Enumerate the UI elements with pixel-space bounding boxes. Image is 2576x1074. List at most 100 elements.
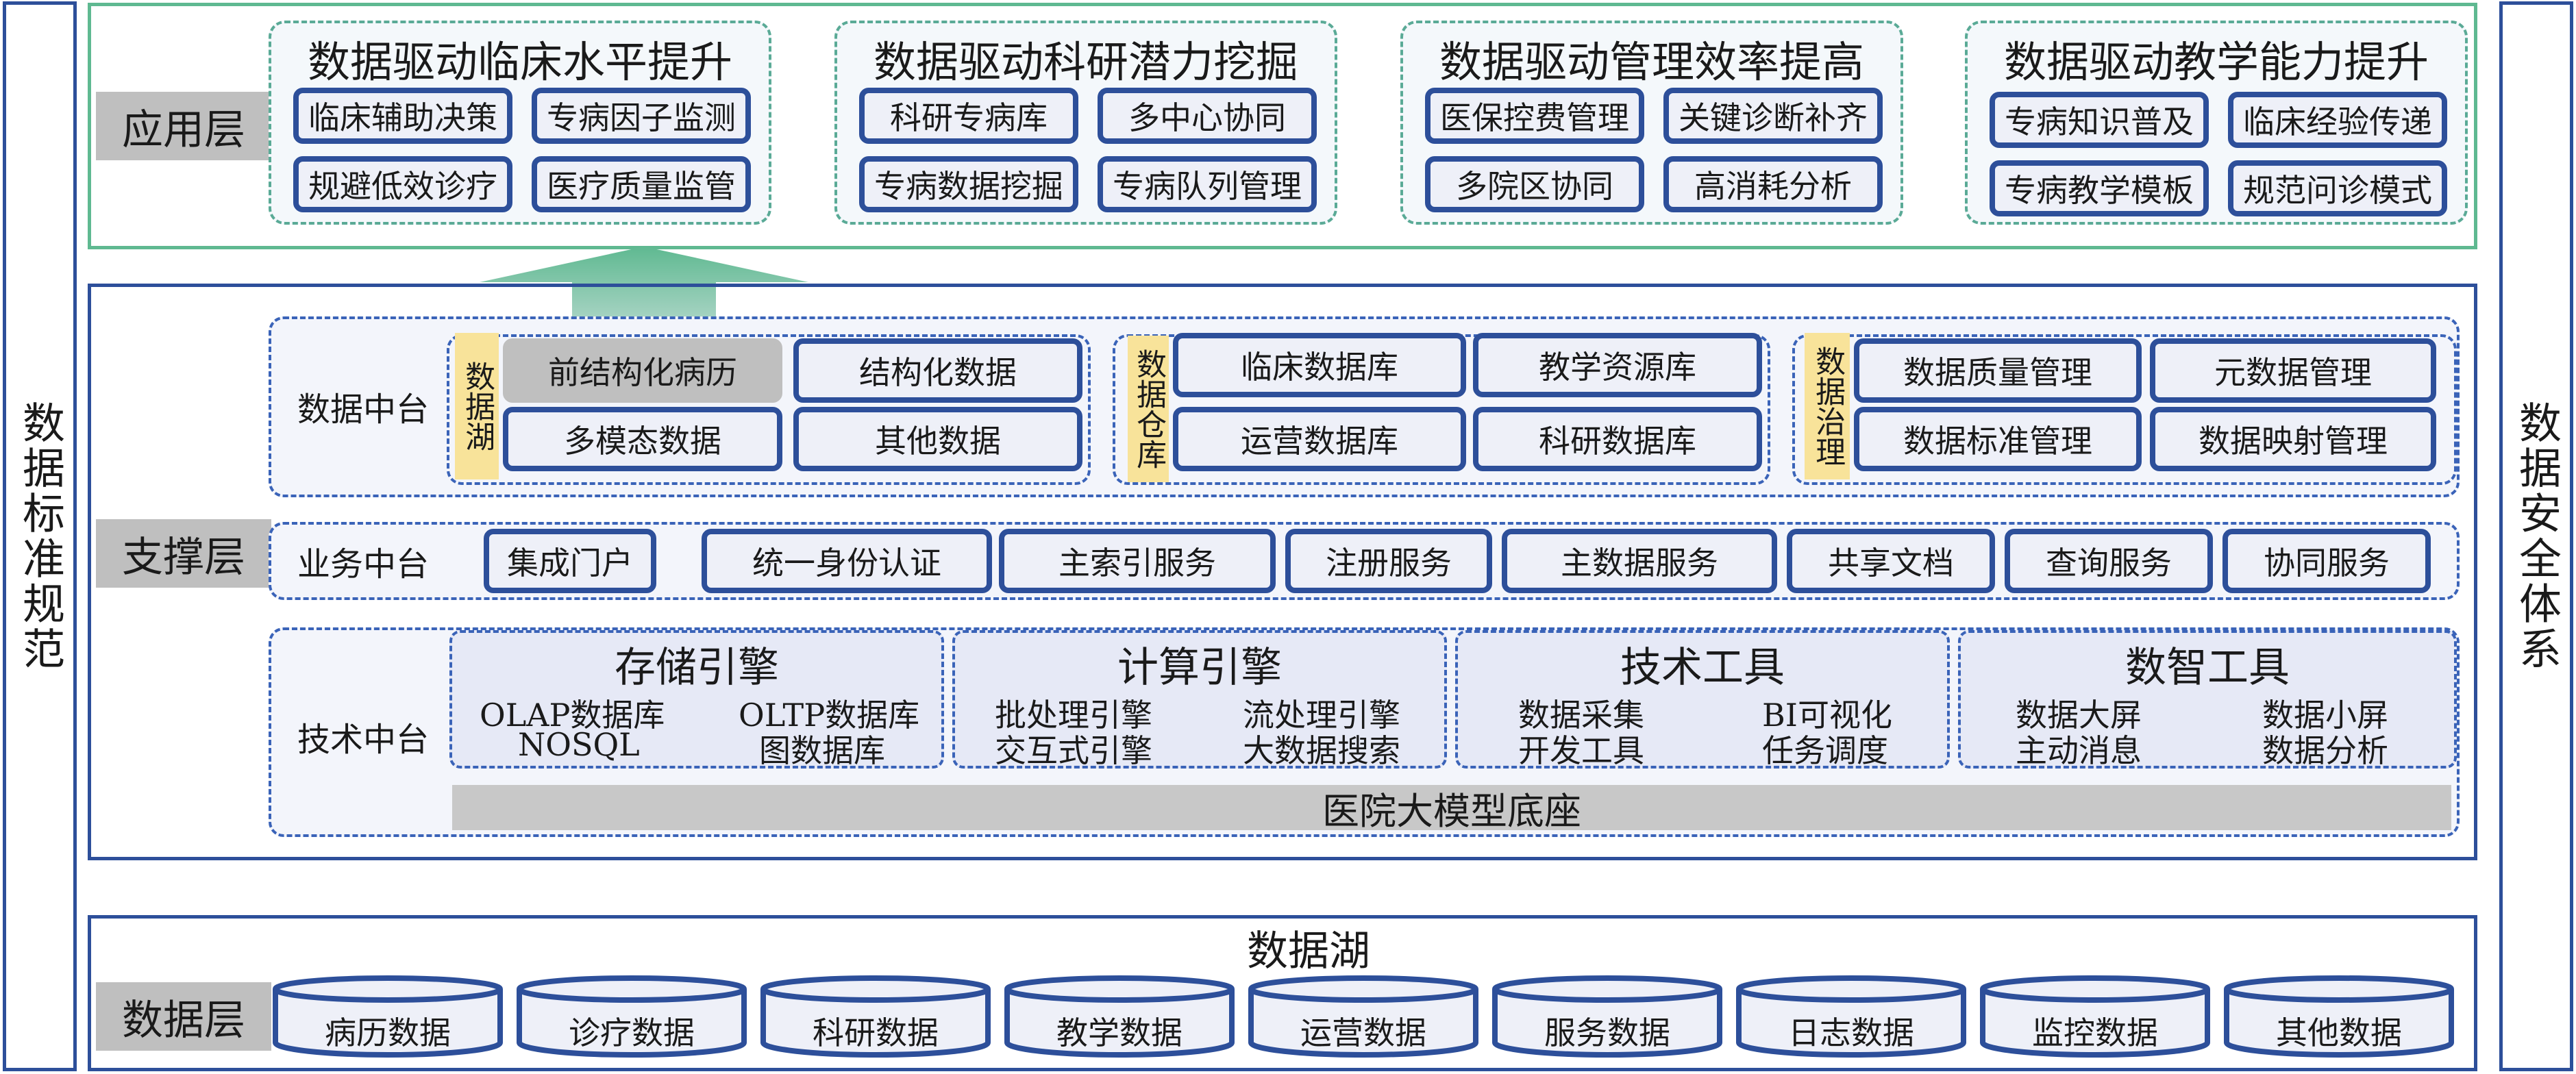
cylinder-icon: [1980, 975, 2210, 1058]
app-item: 临床辅助决策: [293, 88, 512, 144]
support-layer: [88, 284, 2477, 860]
engine-item: NOSQL: [518, 726, 640, 763]
service-item: 主索引服务: [999, 529, 1276, 593]
engine-item: 数据采集: [1518, 697, 1644, 734]
data-source-cylinder: 运营数据: [1247, 974, 1480, 1060]
service-item: 主数据服务: [1502, 529, 1777, 593]
data-source-cylinder: 诊疗数据: [515, 974, 748, 1060]
app-item: 关键诊断补齐: [1663, 88, 1883, 144]
app-group-title: 数据驱动教学能力提升: [2003, 37, 2429, 87]
engine-title: 数智工具: [2125, 644, 2290, 692]
data-item: 数据标准管理: [1854, 407, 2142, 471]
app-group-title: 数据驱动管理效率提高: [1439, 37, 1864, 87]
data-standards-label: 数据标准规范: [15, 401, 65, 672]
app-item: 高消耗分析: [1663, 156, 1883, 212]
engine-item: OLAP数据库: [480, 697, 665, 734]
app-item: 规避低效诊疗: [293, 156, 512, 212]
app-item: 专病队列管理: [1098, 156, 1317, 212]
data-item: 多模态数据: [503, 407, 782, 471]
cylinder-label: 日志数据: [1788, 1014, 1914, 1051]
data-item: 运营数据库: [1173, 407, 1466, 471]
service-item: 协同服务: [2222, 529, 2431, 593]
support-layer-label: 支撑层: [96, 519, 271, 588]
hospital-llm-base: 医院大模型底座: [452, 785, 2451, 833]
data-platform-label: 数据中台: [297, 390, 429, 429]
service-item: 查询服务: [2005, 529, 2213, 593]
engine-item: 主动消息: [2016, 732, 2142, 769]
service-item: 统一身份认证: [702, 529, 992, 593]
data-source-cylinder: 监控数据: [1979, 974, 2212, 1060]
service-item: 共享文档: [1787, 529, 1995, 593]
engine-tech-tools: 技术工具 数据采集 BI可视化 开发工具 任务调度: [1455, 630, 1950, 769]
cylinder-label: 服务数据: [1544, 1014, 1670, 1051]
data-item: 数据映射管理: [2150, 407, 2436, 471]
tech-platform-label: 技术中台: [297, 721, 429, 759]
data-source-cylinder: 病历数据: [271, 974, 504, 1060]
data-item: 其他数据: [793, 407, 1082, 471]
service-item: 注册服务: [1285, 529, 1492, 593]
data-item: 数据质量管理: [1854, 338, 2142, 403]
cylinder-label: 诊疗数据: [569, 1014, 695, 1051]
engine-item: 数据分析: [2262, 732, 2388, 769]
up-arrow-icon: [480, 247, 808, 377]
app-item: 医疗质量监管: [532, 156, 751, 212]
data-source-cylinder: 教学数据: [1003, 974, 1236, 1060]
data-lake-tag: 数据湖: [455, 333, 499, 479]
cylinder-icon: [517, 975, 747, 1058]
app-item: 医保控费管理: [1425, 88, 1644, 144]
data-source-cylinder: 其他数据: [2222, 974, 2455, 1060]
data-item: 结构化数据: [793, 338, 1082, 403]
data-item-prestructured-record: 前结构化病历: [503, 338, 782, 403]
app-item: 专病因子监测: [532, 88, 751, 144]
cylinder-label: 其他数据: [2276, 1014, 2402, 1051]
engine-item: 数据大屏: [2016, 697, 2142, 734]
cylinder-icon: [1492, 975, 1722, 1058]
engine-item: 流处理引擎: [1243, 697, 1400, 734]
app-item: 多中心协同: [1098, 88, 1317, 144]
service-item: 集成门户: [484, 529, 656, 593]
cylinder-icon: [2224, 975, 2454, 1058]
engine-item: 任务调度: [1762, 732, 1888, 769]
data-lake-title: 数据湖: [1247, 927, 1370, 975]
cylinder-icon: [1004, 975, 1235, 1058]
cylinder-label: 教学数据: [1056, 1014, 1182, 1051]
data-layer: [88, 915, 2477, 1071]
data-security-label: 数据安全体系: [2512, 401, 2562, 672]
engine-item: 批处理引擎: [995, 697, 1152, 734]
app-item: 专病知识普及: [1990, 92, 2209, 148]
application-layer-label: 应用层: [96, 92, 271, 160]
app-item: 多院区协同: [1425, 156, 1644, 212]
data-governance-tag: 数据治理: [1805, 333, 1850, 479]
business-platform-label: 业务中台: [297, 545, 429, 584]
data-item: 元数据管理: [2150, 338, 2436, 403]
app-group-title: 数据驱动临床水平提升: [307, 37, 732, 87]
data-source-cylinder: 科研数据: [759, 974, 992, 1060]
data-warehouse-tag: 数据仓库: [1128, 336, 1169, 482]
cylinder-icon: [273, 975, 503, 1058]
data-security-pillar: 数据安全体系: [2499, 1, 2573, 1071]
data-layer-label: 数据层: [96, 982, 271, 1051]
engine-intelligent-tools: 数智工具 数据大屏 数据小屏 主动消息 数据分析: [1958, 630, 2457, 769]
data-item: 教学资源库: [1473, 333, 1762, 397]
cylinder-label: 科研数据: [813, 1014, 939, 1051]
app-item: 科研专病库: [859, 88, 1078, 144]
engine-item: 大数据搜索: [1243, 732, 1400, 769]
data-item: 科研数据库: [1473, 407, 1762, 471]
engine-title: 存储引擎: [615, 644, 779, 692]
application-layer: [88, 3, 2477, 249]
engine-item: 数据小屏: [2262, 697, 2388, 734]
data-lake-group: [447, 334, 1091, 485]
cylinder-label: 病历数据: [325, 1014, 451, 1051]
app-item: 临床经验传递: [2228, 92, 2447, 148]
data-source-cylinder: 日志数据: [1735, 974, 1968, 1060]
app-group-title: 数据驱动科研潜力挖掘: [873, 37, 1298, 87]
data-item: 临床数据库: [1173, 333, 1466, 397]
engine-item: OLTP数据库: [739, 697, 920, 734]
data-governance-group: [1792, 334, 2457, 485]
cylinder-icon: [760, 975, 991, 1058]
cylinder-icon: [1736, 975, 1966, 1058]
data-standards-pillar: 数据标准规范: [3, 1, 77, 1071]
app-item: 专病教学模板: [1990, 160, 2209, 216]
cylinder-label: 监控数据: [2032, 1014, 2158, 1051]
engine-storage: 存储引擎 OLAP数据库 OLTP数据库 NOSQL 图数据库: [449, 630, 944, 769]
